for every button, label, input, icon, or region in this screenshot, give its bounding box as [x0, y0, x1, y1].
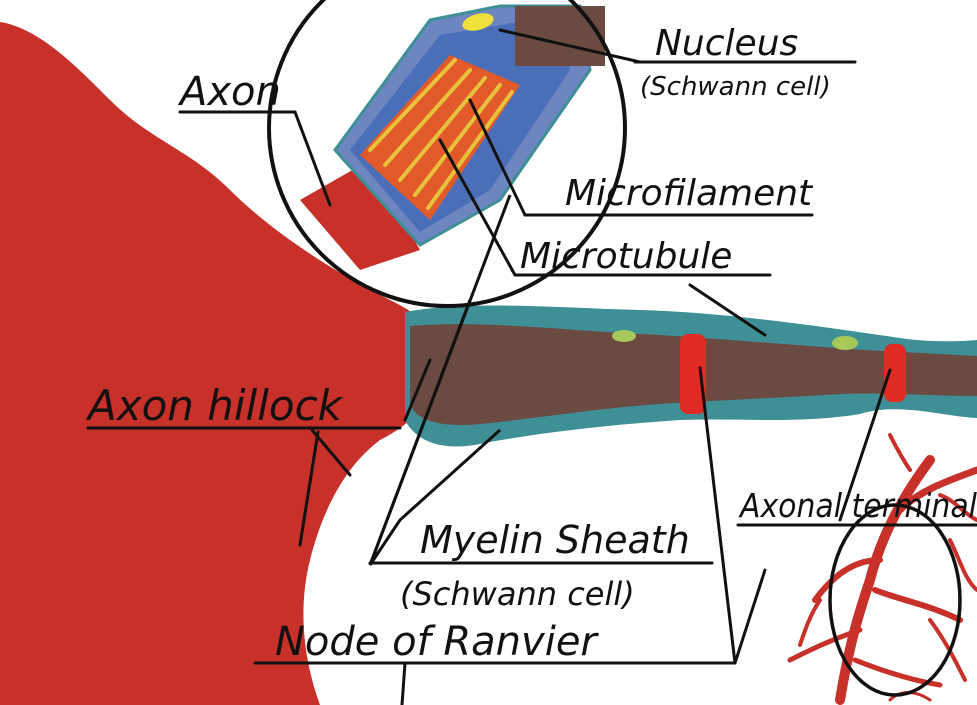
label-axonal-terminal: Axonal terminal [738, 486, 977, 525]
label-node-of-ranvier: Node of Ranvier [275, 619, 599, 665]
label-nucleus: Nucleus [655, 23, 798, 64]
schwann-nucleus-2 [832, 336, 858, 350]
label-microfilament: Microfilament [565, 173, 814, 214]
label-axon-hillock: Axon hillock [85, 381, 344, 430]
axonal-terminal-branches [790, 435, 977, 700]
label-microtubule: Microtubule [520, 236, 732, 277]
label-nucleus-sub: (Schwann cell) [640, 72, 831, 102]
label-myelin-sheath: Myelin Sheath [420, 518, 690, 562]
label-myelin-sub: (Schwann cell) [400, 575, 635, 613]
node-of-ranvier-2 [884, 344, 906, 402]
axon-cross-section-inset [300, 6, 605, 270]
schwann-nucleus-1 [612, 330, 636, 342]
label-axon: Axon [177, 69, 281, 115]
